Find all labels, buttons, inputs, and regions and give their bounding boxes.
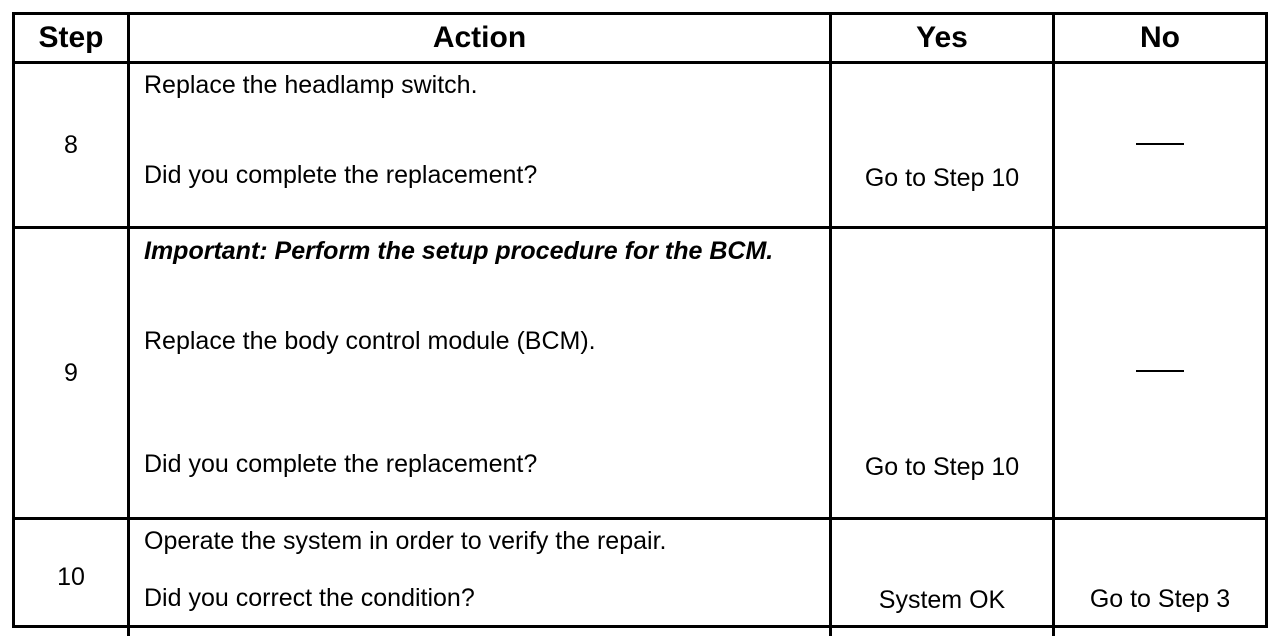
yes-result: Go to Step 10 [864, 164, 1020, 192]
action-question: Did you complete the replacement? [144, 450, 538, 478]
table-header-row: Step Action Yes No [15, 15, 1265, 64]
yes-cell: System OK [829, 517, 1055, 636]
action-question: Did you complete the replacement? [144, 161, 538, 189]
table-row-step-10: 10 Operate the system in order to verify… [15, 517, 1265, 636]
action-cell: Replace the headlamp switch. Did you com… [127, 61, 832, 229]
table-row-step-8: 8 Replace the headlamp switch. Did you c… [15, 61, 1265, 229]
header-step: Step [15, 15, 130, 64]
no-cell: Go to Step 3 [1052, 517, 1265, 636]
no-cell [1052, 226, 1265, 520]
no-result-dash [1136, 142, 1184, 145]
action-cell: Operate the system in order to verify th… [127, 517, 832, 636]
step-number: 8 [15, 61, 130, 229]
action-instruction: Replace the headlamp switch. [144, 71, 478, 99]
action-important-note: Important: Perform the setup procedure f… [144, 237, 774, 265]
header-no: No [1052, 15, 1265, 64]
yes-result: System OK [878, 585, 1006, 614]
yes-cell: Go to Step 10 [829, 226, 1055, 520]
header-yes: Yes [829, 15, 1055, 64]
header-action: Action [127, 15, 832, 64]
no-result-dash [1136, 369, 1184, 372]
action-question: Did you correct the condition? [144, 584, 475, 612]
action-instruction: Replace the body control module (BCM). [144, 327, 596, 355]
table-row-step-9: 9 Important: Perform the setup procedure… [15, 226, 1265, 520]
no-cell [1052, 61, 1265, 229]
yes-cell: Go to Step 10 [829, 61, 1055, 229]
step-number: 10 [15, 517, 130, 636]
diagnostic-table-container: Step Action Yes No 8 Replace the headlam… [12, 12, 1268, 636]
diagnostic-table: Step Action Yes No 8 Replace the headlam… [15, 15, 1265, 636]
action-cell: Important: Perform the setup procedure f… [127, 226, 832, 520]
no-result: Go to Step 3 [1089, 584, 1231, 613]
step-number: 9 [15, 226, 130, 520]
yes-result: Go to Step 10 [864, 453, 1020, 481]
action-instruction: Operate the system in order to verify th… [144, 527, 667, 555]
